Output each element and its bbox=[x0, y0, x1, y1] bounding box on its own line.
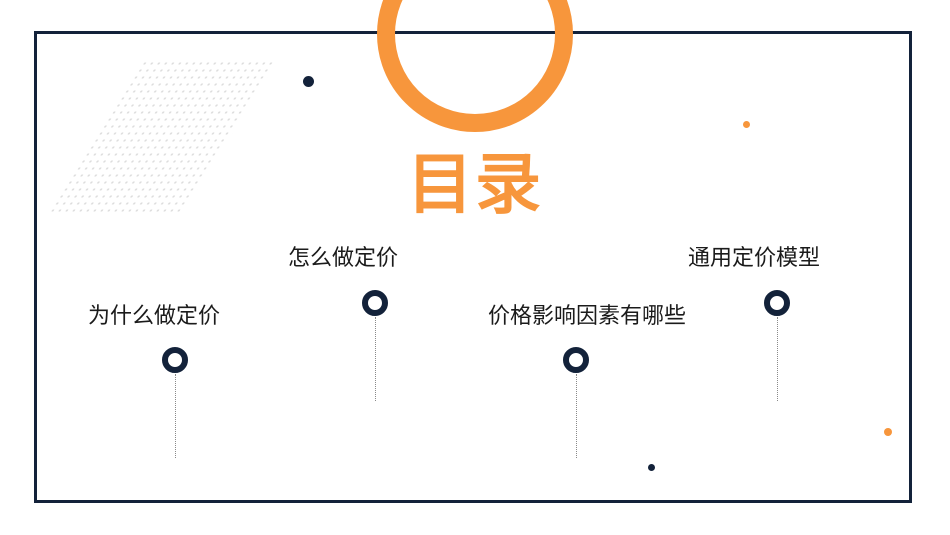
navy-dot-decoration bbox=[648, 464, 655, 471]
navy-dot-decoration bbox=[303, 76, 314, 87]
toc-item-marker bbox=[764, 290, 790, 316]
toc-item-stem bbox=[375, 317, 376, 401]
toc-item-label[interactable]: 为什么做定价 bbox=[88, 304, 221, 329]
toc-item-label[interactable]: 通用定价模型 bbox=[688, 246, 821, 271]
toc-item-marker bbox=[362, 290, 388, 316]
orange-dot-decoration bbox=[884, 428, 892, 436]
toc-item-stem bbox=[777, 317, 778, 401]
toc-item-label[interactable]: 价格影响因素有哪些 bbox=[488, 304, 687, 329]
toc-item-stem bbox=[576, 374, 577, 458]
page-title: 目录 bbox=[407, 146, 543, 223]
toc-item-marker bbox=[162, 347, 188, 373]
toc-item-stem bbox=[175, 374, 176, 458]
orange-dot-decoration bbox=[743, 121, 750, 128]
toc-item-marker bbox=[563, 347, 589, 373]
toc-item-label[interactable]: 怎么做定价 bbox=[288, 246, 399, 271]
